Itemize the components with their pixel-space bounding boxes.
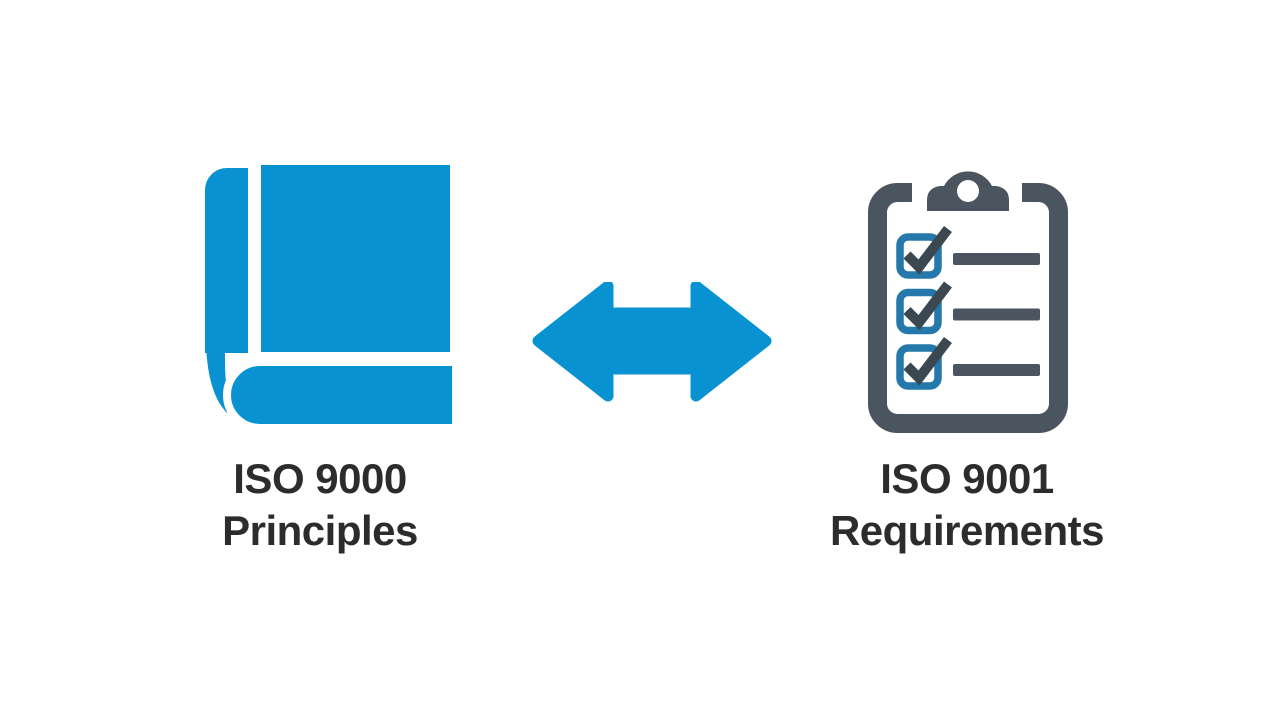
left-caption-line2: Principles xyxy=(222,507,418,554)
double-headed-arrow-icon xyxy=(532,282,772,402)
checklist-row xyxy=(896,281,1040,335)
book-cover xyxy=(261,165,450,352)
left-caption: ISO 9000 Principles xyxy=(120,453,520,557)
arrow-shape xyxy=(532,282,772,402)
checklist-line xyxy=(953,364,1040,376)
book-spine xyxy=(205,168,248,353)
clipboard-checklist-icon xyxy=(868,171,1068,433)
checkmark-icon xyxy=(903,281,952,331)
book-icon xyxy=(205,165,460,432)
checkmark-icon xyxy=(903,336,952,386)
right-caption-line1: ISO 9001 xyxy=(880,455,1054,502)
right-caption: ISO 9001 Requirements xyxy=(767,453,1167,557)
clipboard-clip-hole xyxy=(957,180,979,202)
checklist-line xyxy=(953,308,1040,321)
left-caption-line1: ISO 9000 xyxy=(233,455,407,502)
checklist-row xyxy=(896,336,1040,390)
checklist-row xyxy=(896,225,1040,279)
checkmark-icon xyxy=(903,225,952,275)
right-caption-line2: Requirements xyxy=(829,507,1105,554)
book-page-band xyxy=(223,358,460,432)
checklist-line xyxy=(953,253,1040,265)
